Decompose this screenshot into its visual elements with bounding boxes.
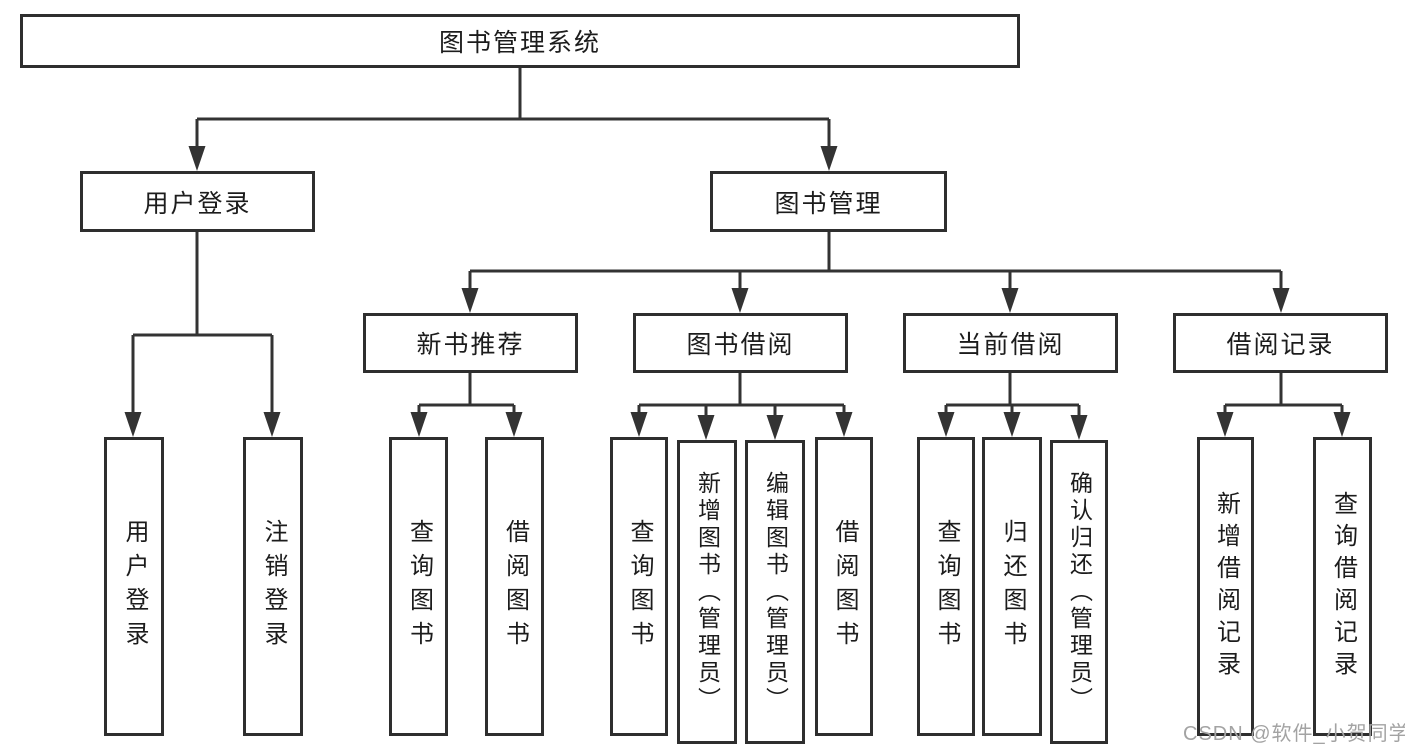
node-book-borrowing: 图书借阅 bbox=[633, 313, 848, 373]
leaf-confirm-return-admin: 确认归还（管理员） bbox=[1050, 440, 1108, 744]
leaf-add-borrow-record: 新增借阅记录 bbox=[1197, 437, 1254, 736]
node-book-management: 图书管理 bbox=[710, 171, 947, 232]
node-user-login: 用户登录 bbox=[80, 171, 315, 232]
node-new-book-recommendation: 新书推荐 bbox=[363, 313, 578, 373]
watermark-csdn: CSDN @软件_小贺同学 bbox=[1183, 723, 1405, 745]
node-borrowing-records: 借阅记录 bbox=[1173, 313, 1388, 373]
leaf-add-books-admin: 新增图书（管理员） bbox=[677, 440, 737, 744]
leaf-borrow-books-borrow: 借阅图书 bbox=[815, 437, 873, 736]
node-current-borrowing: 当前借阅 bbox=[903, 313, 1118, 373]
leaf-query-books-borrow: 查询图书 bbox=[610, 437, 668, 736]
leaf-user-login: 用户登录 bbox=[104, 437, 164, 736]
node-library-management-system: 图书管理系统 bbox=[20, 14, 1020, 68]
leaf-edit-books-admin: 编辑图书（管理员） bbox=[745, 440, 805, 744]
leaf-borrow-books-recommend: 借阅图书 bbox=[485, 437, 544, 736]
leaf-query-books-recommend: 查询图书 bbox=[389, 437, 448, 736]
leaf-query-books-current: 查询图书 bbox=[917, 437, 975, 736]
leaf-query-borrow-record: 查询借阅记录 bbox=[1313, 437, 1372, 736]
leaf-return-books: 归还图书 bbox=[982, 437, 1042, 736]
leaf-logout-login: 注销登录 bbox=[243, 437, 303, 736]
